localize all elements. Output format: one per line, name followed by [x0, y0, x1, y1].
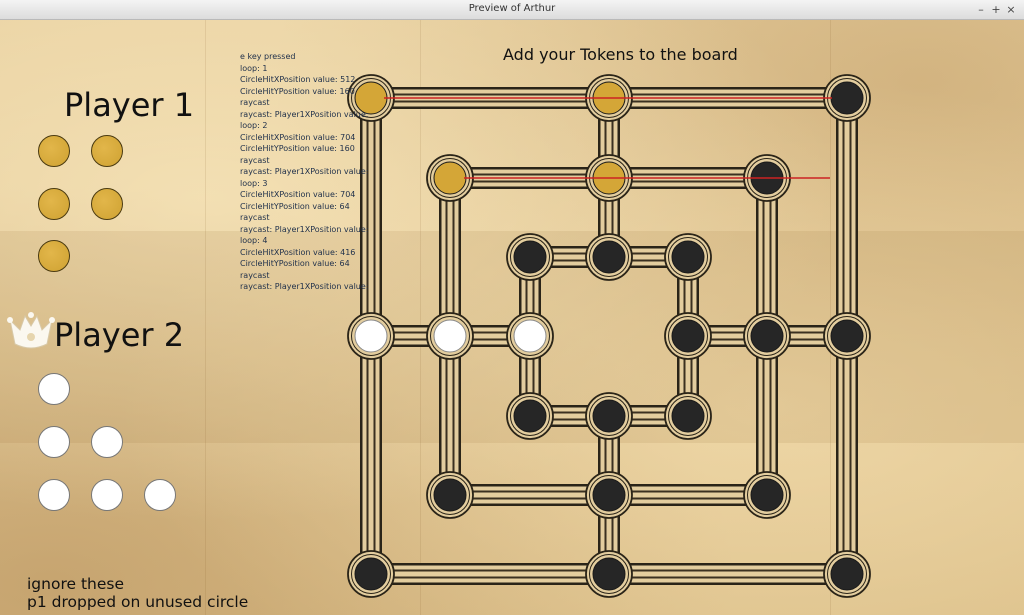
- board-point-inner-ring: [747, 475, 787, 515]
- board-point-b1-gold-token[interactable]: [433, 161, 467, 195]
- player1-reserve-token[interactable]: [38, 188, 70, 220]
- board-point-inner-ring: [589, 554, 629, 594]
- board-point-f1-black-token[interactable]: [433, 478, 467, 512]
- board-point-c1-black-token[interactable]: [513, 240, 547, 274]
- debug-line: raycast: Player1XPosition value:: [240, 282, 369, 291]
- mill-board: [347, 74, 871, 598]
- board-points: [347, 74, 871, 598]
- debug-line: raycast: [240, 270, 270, 280]
- board-point-inner-ring: [668, 316, 708, 356]
- board-point-inner-ring: [430, 316, 470, 356]
- board-point-inner-ring: [510, 237, 550, 277]
- instruction-heading: Add your Tokens to the board: [503, 45, 738, 64]
- paper-fold: [830, 20, 831, 615]
- debug-line: raycast: Player1XPosition value:: [240, 167, 369, 176]
- board-point-g1-black-token[interactable]: [354, 557, 388, 591]
- debug-log: e key pressed loop: 1 CircleHitXPosition…: [240, 51, 368, 293]
- debug-line: CircleHitXPosition value: 704: [240, 190, 356, 199]
- debug-line: raycast: Player1XPosition value:: [240, 109, 369, 119]
- board-point-inner-ring: [589, 237, 629, 277]
- board-point-d1-white-token[interactable]: [354, 319, 388, 353]
- board-point-inner-ring: [827, 554, 867, 594]
- board-point-d6-black-token[interactable]: [830, 319, 864, 353]
- board-point-inner-ring: [430, 475, 470, 515]
- debug-line: CircleHitYPosition value: 160: [240, 144, 355, 153]
- player2-label: Player 2: [54, 316, 185, 354]
- board-point-c3-black-token[interactable]: [671, 240, 705, 274]
- board-point-a3-black-token[interactable]: [830, 81, 864, 115]
- board-point-inner-ring: [589, 475, 629, 515]
- player1-reserve-token[interactable]: [38, 135, 70, 167]
- debug-line: CircleHitXPosition value: 512: [240, 75, 356, 84]
- paper-fold: [205, 20, 206, 615]
- player2-reserve-token[interactable]: [38, 426, 70, 458]
- board-point-e3-black-token[interactable]: [671, 399, 705, 433]
- debug-line: CircleHitYPosition value: 160: [240, 86, 355, 96]
- debug-line: e key pressed: [240, 52, 296, 61]
- board-point-inner-ring: [351, 554, 391, 594]
- board-point-inner-ring: [510, 396, 550, 436]
- board-point-g2-black-token[interactable]: [592, 557, 626, 591]
- board-point-d2-white-token[interactable]: [433, 319, 467, 353]
- player1-label: Player 1: [64, 86, 195, 124]
- player2-reserve-token[interactable]: [38, 373, 70, 405]
- board-point-inner-ring: [747, 316, 787, 356]
- debug-line: CircleHitXPosition value: 416: [240, 247, 356, 257]
- board-point-inner-ring: [668, 396, 708, 436]
- debug-line: raycast: [240, 98, 270, 107]
- board-point-f2-black-token[interactable]: [592, 478, 626, 512]
- board-point-d3-white-token[interactable]: [513, 319, 547, 353]
- player2-reserve-token[interactable]: [91, 426, 123, 458]
- debug-line: CircleHitYPosition value: 64: [240, 259, 350, 268]
- minimize-button[interactable]: –: [978, 3, 984, 16]
- game-scene: Add your Tokens to the board Player 1 Pl…: [0, 20, 1024, 615]
- debug-line: raycast: [240, 155, 270, 165]
- debug-line: loop: 1: [240, 63, 268, 73]
- board-point-d4-black-token[interactable]: [671, 319, 705, 353]
- player2-reserve-token[interactable]: [144, 479, 176, 511]
- maximize-button[interactable]: +: [991, 3, 1001, 16]
- debug-line: CircleHitYPosition value: 64: [240, 201, 350, 211]
- window-titlebar: Preview of Arthur – + ×: [0, 0, 1024, 20]
- board-point-d5-black-token[interactable]: [750, 319, 784, 353]
- debug-line: loop: 3: [240, 178, 268, 188]
- board-point-e2-black-token[interactable]: [592, 399, 626, 433]
- player1-reserve-token[interactable]: [91, 135, 123, 167]
- board-point-inner-ring: [668, 237, 708, 277]
- board-point-c2-black-token[interactable]: [592, 240, 626, 274]
- note-text: ignore these: [27, 575, 124, 593]
- debug-line: loop: 2: [240, 121, 268, 130]
- player2-reserve-token[interactable]: [38, 479, 70, 511]
- debug-line: loop: 4: [240, 236, 268, 245]
- paper-fold: [420, 20, 421, 615]
- note-text: p1 dropped on unused circle: [27, 593, 249, 611]
- board-point-inner-ring: [351, 316, 391, 356]
- board-point-f3-black-token[interactable]: [750, 478, 784, 512]
- debug-line: raycast: [240, 213, 270, 222]
- debug-line: raycast: Player1XPosition value:: [240, 224, 369, 234]
- board-point-e1-black-token[interactable]: [513, 399, 547, 433]
- player1-reserve-token[interactable]: [38, 240, 70, 272]
- debug-line: CircleHitXPosition value: 704: [240, 132, 356, 142]
- player1-reserve-token[interactable]: [91, 188, 123, 220]
- player2-reserve-token[interactable]: [91, 479, 123, 511]
- board-point-g3-black-token[interactable]: [830, 557, 864, 591]
- board-point-inner-ring: [510, 316, 550, 356]
- board-point-inner-ring: [827, 316, 867, 356]
- close-button[interactable]: ×: [1006, 3, 1016, 16]
- board-point-inner-ring: [589, 396, 629, 436]
- window-title: Preview of Arthur: [468, 3, 556, 14]
- crown-icon: [7, 312, 55, 349]
